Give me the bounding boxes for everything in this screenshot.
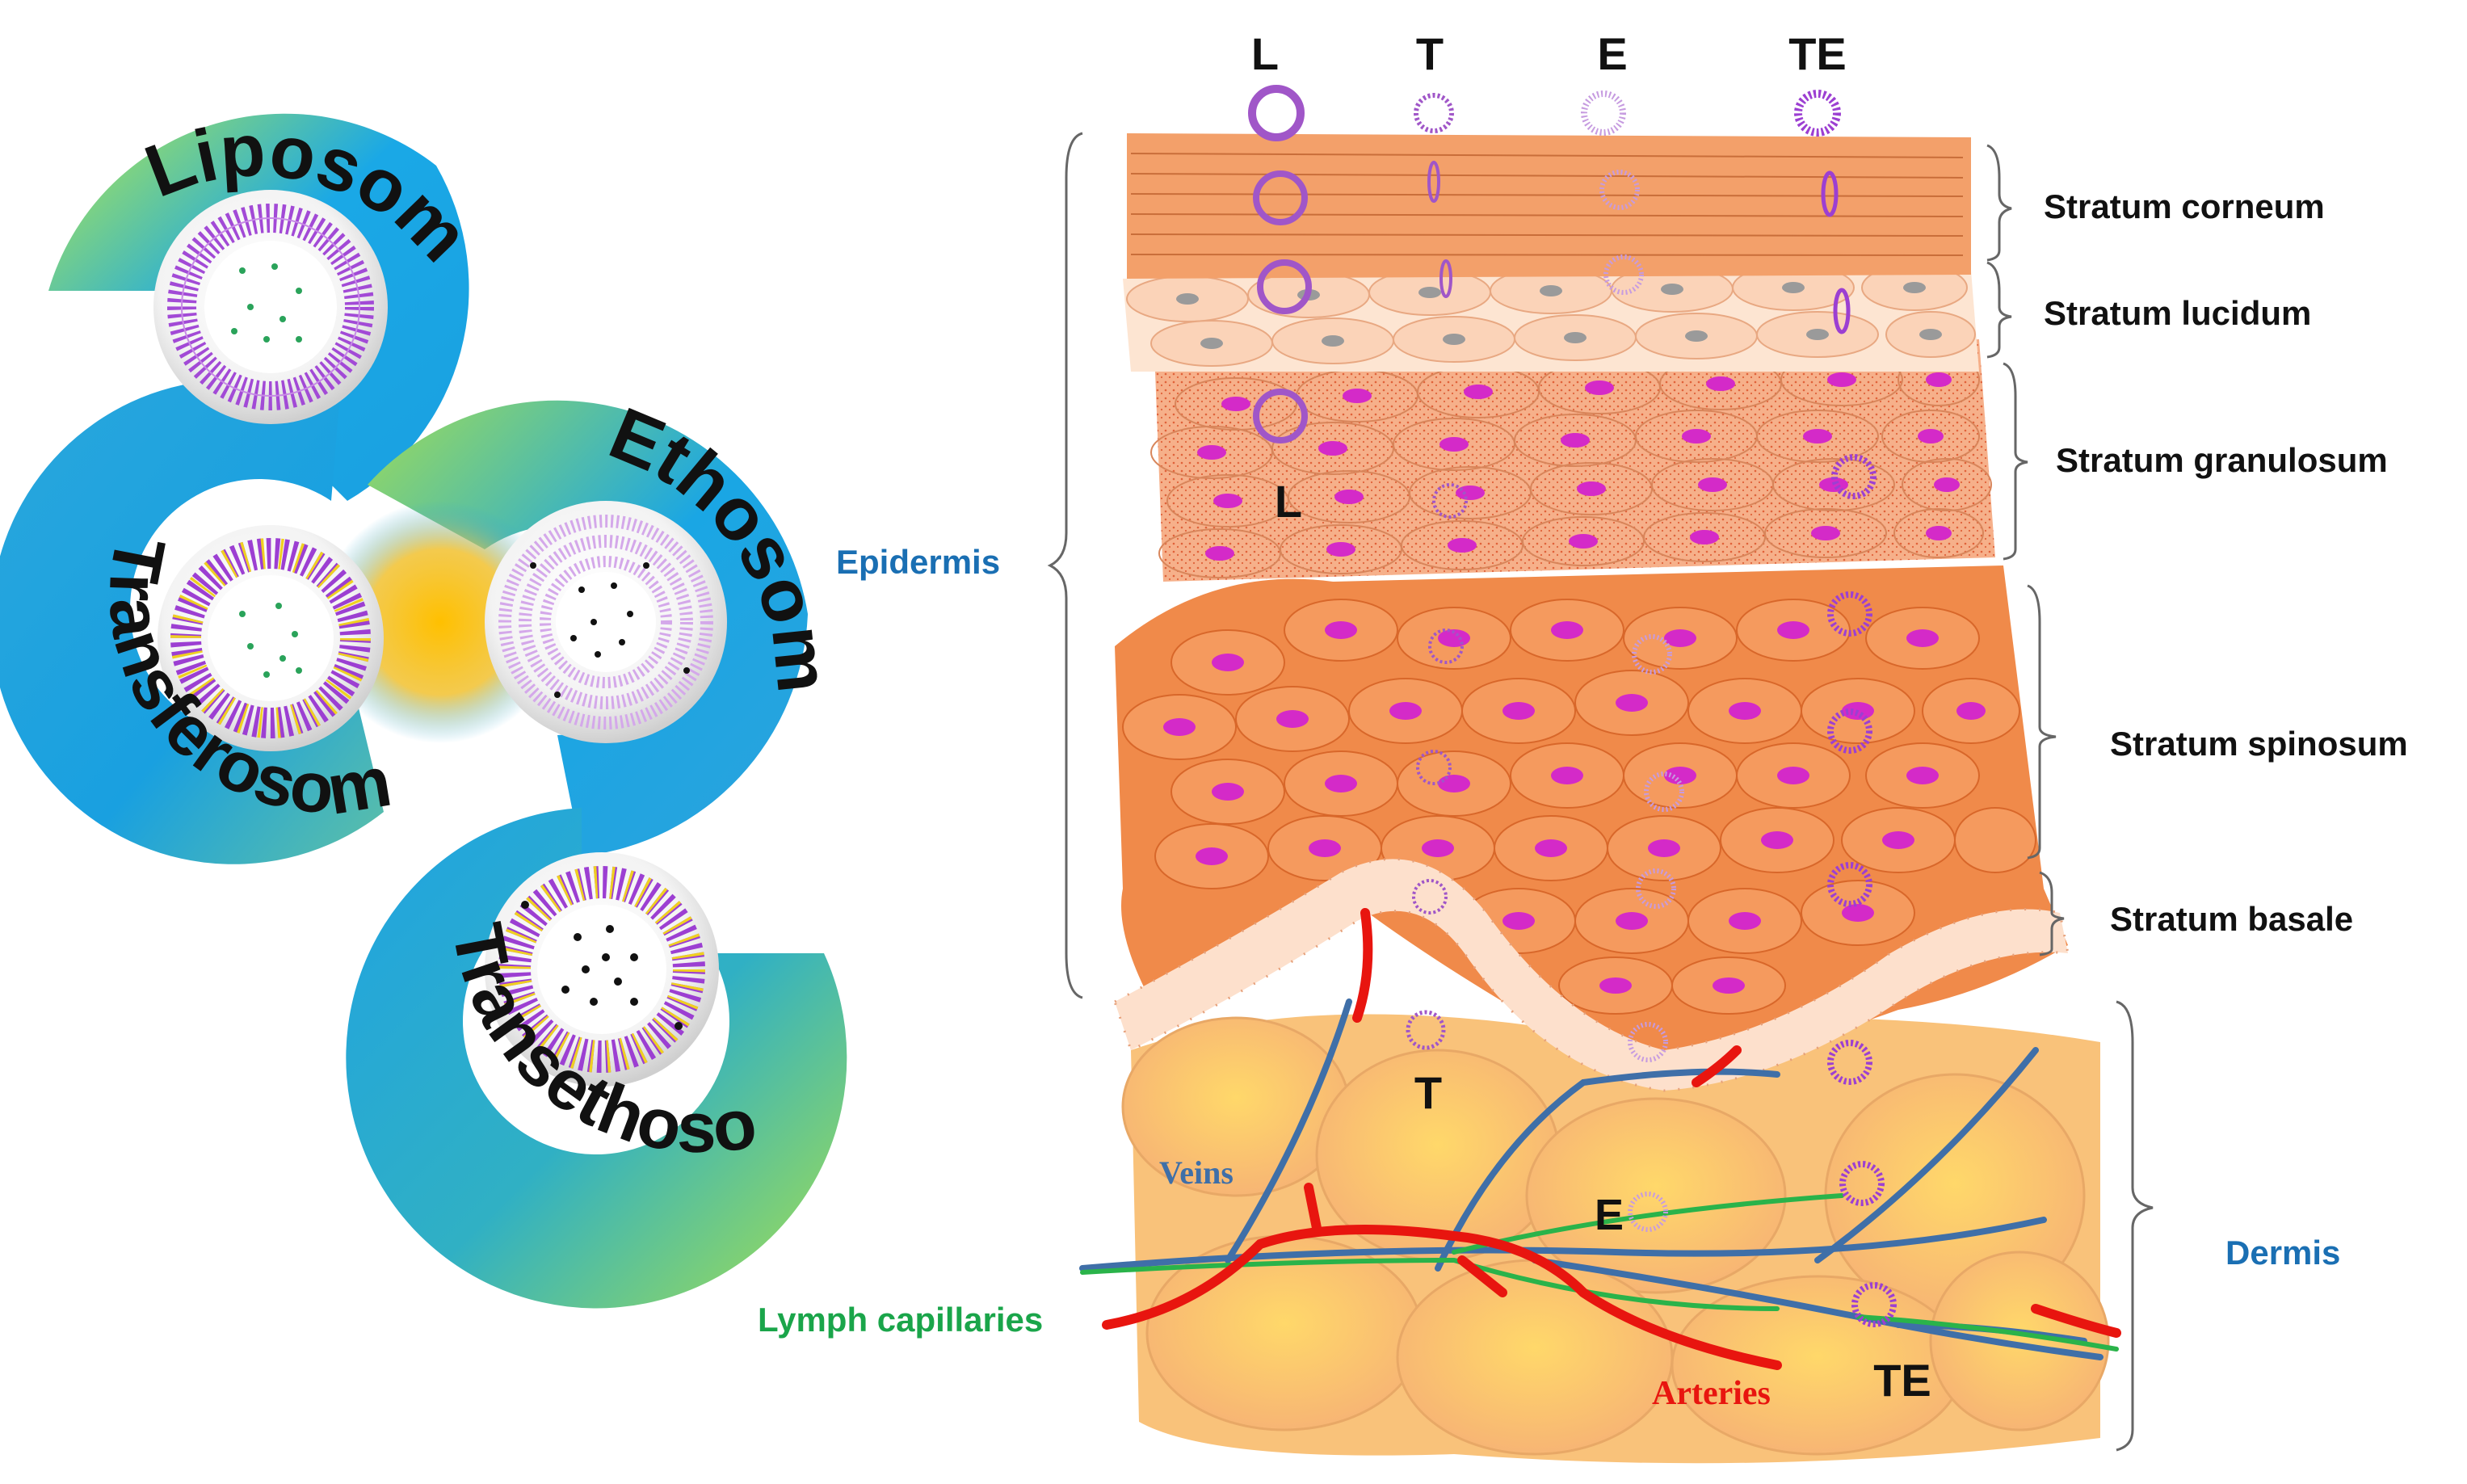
label-dermis: Dermis xyxy=(2225,1234,2340,1272)
label-veins: Veins xyxy=(1159,1154,1234,1191)
skin-cross-section xyxy=(1047,85,2154,1464)
granulosum-marker-l: L xyxy=(1275,476,1302,527)
liposomes-band xyxy=(48,113,469,501)
ethosome-vesicle-icon xyxy=(485,501,727,743)
stratum-granulosum-layer xyxy=(1150,339,1995,582)
stratum-lucidum-layer xyxy=(1123,264,1979,372)
label-stratum-spinosum: Stratum spinosum xyxy=(2110,725,2408,763)
liposome-vesicle-icon xyxy=(153,190,388,424)
dermis-marker-te: TE xyxy=(1873,1355,1931,1406)
arteries-network xyxy=(1102,908,2121,1370)
transethosome-vesicle-icon xyxy=(485,852,719,1087)
label-stratum-lucidum: Stratum lucidum xyxy=(2044,294,2311,332)
dermis-marker-e: E xyxy=(1595,1191,1624,1239)
top-label-te: TE xyxy=(1788,28,1847,79)
dermis-marker-t: T xyxy=(1414,1067,1442,1118)
vesicle-spiral-panel: Liposomes Transferosomes Ethosomes Trans… xyxy=(0,0,847,1309)
label-arteries: Arteries xyxy=(1652,1375,1771,1412)
transferosome-vesicle-icon xyxy=(158,525,384,751)
label-lymph-capillaries: Lymph capillaries xyxy=(758,1301,1043,1339)
label-stratum-corneum: Stratum corneum xyxy=(2044,187,2325,225)
top-label-t: T xyxy=(1416,28,1444,79)
stratum-basale-layer xyxy=(1113,857,2070,1092)
stratum-spinosum-layer xyxy=(1115,565,2068,1070)
label-epidermis: Epidermis xyxy=(836,543,1000,581)
center-glow xyxy=(319,501,561,743)
top-label-l: L xyxy=(1251,28,1279,79)
top-label-e: E xyxy=(1597,28,1627,79)
stratum-corneum-layer xyxy=(1127,133,1971,279)
layer-brackets xyxy=(1047,132,2154,1452)
vesicle-markers xyxy=(1248,85,1897,1327)
label-stratum-basale: Stratum basale xyxy=(2110,900,2353,938)
label-stratum-granulosum: Stratum granulosum xyxy=(2056,441,2388,479)
transethosomes-band xyxy=(346,808,847,1309)
